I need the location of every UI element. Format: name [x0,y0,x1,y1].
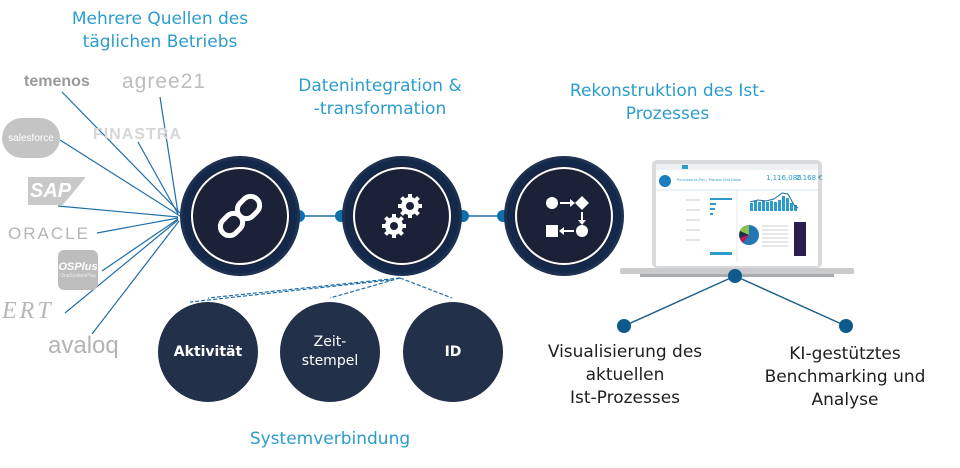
attr-circle-id [403,302,503,402]
dashboard-kpi1: 1,116,080 [766,174,802,182]
output-benchmarking-line2: Benchmarking und [764,367,926,387]
line-salesforce [59,139,181,217]
link-icon [217,193,263,239]
output-benchmarking-line3: Analyse [811,390,879,410]
logo-agree21: agree21 [122,70,207,93]
heading-integration: Datenintegration & -transformation [265,75,495,121]
logo-ert: ERT [2,298,54,324]
dashed-lines [189,277,453,303]
heading-sources: Mehrere Quellen des täglichen Betriebs [40,8,280,54]
stage-link [180,156,300,276]
heading-reconstruction-line1: Rekonstruktion des Ist- [569,81,766,101]
heading-reconstruction-line2: Prozesses [625,104,710,124]
heading-system: Systemverbindung [249,429,411,449]
attr-circle-timestamp [280,302,380,402]
logo-osplus-sub: OneSystemPlus [60,273,96,279]
logo-osplus: OSPlus OneSystemPlus [58,250,98,290]
heading-sources-line1: Mehrere Quellen des [71,9,249,29]
logo-avaloq: avaloq [48,332,119,359]
process-flow-icon [546,196,589,237]
source-lines [57,91,183,335]
heading-sources-line2: täglichen Betriebs [82,32,238,52]
line-oracle [96,217,179,234]
output-dot-visualisation [617,319,631,333]
line-ert [64,219,179,314]
output-visualisation: Visualisierung des aktuellen Ist-Prozess… [520,341,730,410]
logo-oracle: ORACLE [8,224,90,243]
dashboard-kpi2: 2.168 € [796,174,823,182]
output-benchmarking: KI-gestütztes Benchmarking und Analyse [740,343,950,412]
line-osplus [101,218,179,272]
line-temenos [61,91,183,216]
stage-process [504,156,624,276]
heading-integration-line1: Datenintegration & [298,76,462,96]
logo-temenos: temenos [24,73,90,90]
attr-timestamp: Zeit- stempel [280,302,380,402]
output-dot-benchmarking [839,319,853,333]
heading-integration-line2: -transformation [313,99,447,119]
output-visualisation-line1: Visualisierung des [547,342,703,362]
dashboard-screen [656,164,818,262]
output-benchmarking-line1: KI-gestütztes [789,344,901,364]
laptop-dot [728,269,742,283]
line-sap [57,205,179,218]
stage-gears [342,156,462,276]
line-agree21 [159,96,179,214]
heading-reconstruction: Rekonstruktion des Ist- Prozesses [545,80,790,126]
attr-circle-activity [158,302,258,402]
logo-salesforce: salesforce [2,118,60,158]
dashboard-title: Purchase-to-Pay | Process Drill Down [677,178,742,182]
logo-osplus-text: OSPlus [58,261,98,273]
logo-finastra: FINASTRA [93,126,182,143]
line-avaloq [91,220,180,335]
output-visualisation-line2: aktuellen [585,365,665,385]
line-finastra [137,141,179,215]
attr-timestamp-line1: Zeit- [313,334,347,350]
output-visualisation-line3: Ist-Prozesses [569,388,681,408]
attr-id: ID [444,343,462,360]
gears-icon [382,194,422,238]
attr-timestamp-line2: stempel [301,353,359,369]
attr-activity: Aktivität [173,343,243,360]
